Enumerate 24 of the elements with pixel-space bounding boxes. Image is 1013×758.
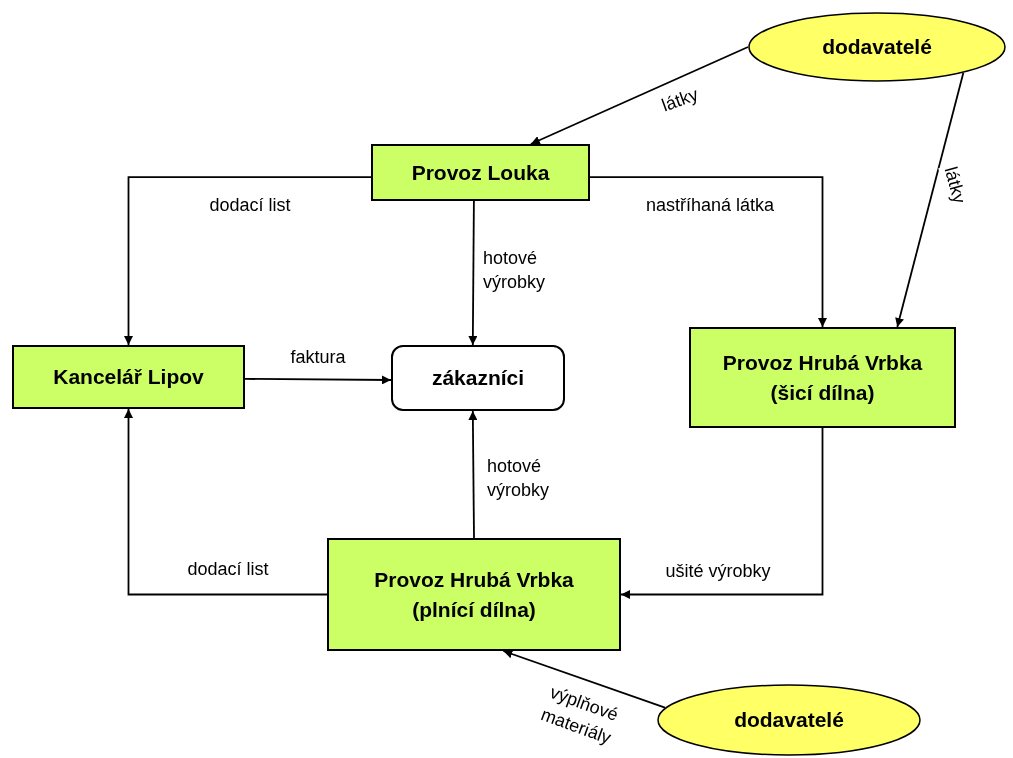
node-label: Provoz Louka <box>411 159 550 186</box>
arrow <box>530 46 749 145</box>
arrow <box>124 176 372 346</box>
arrow <box>502 649 666 709</box>
node-label: Provoz Hrubá Vrbka (plnící dílna) <box>373 567 575 623</box>
arrow <box>468 200 478 346</box>
arrow <box>589 176 827 328</box>
arrow <box>620 427 824 599</box>
node-label: dodavatelé <box>734 707 844 734</box>
supplier-ellipse <box>748 12 1006 82</box>
supplier-ellipse <box>657 684 921 756</box>
node-label: zákazníci <box>431 365 525 392</box>
node-label: Provoz Hrubá Vrbka (šicí dílna) <box>721 350 924 406</box>
process-box <box>689 327 956 428</box>
arrow <box>244 375 392 385</box>
arrow <box>124 408 328 596</box>
terminal-box <box>391 345 565 411</box>
arrow <box>468 410 478 539</box>
process-box <box>327 538 621 651</box>
node-label: dodavatelé <box>822 34 932 61</box>
process-box <box>371 144 590 201</box>
process-box <box>12 345 245 409</box>
arrow <box>895 72 965 328</box>
node-label: Kancelář Lipov <box>53 364 204 391</box>
